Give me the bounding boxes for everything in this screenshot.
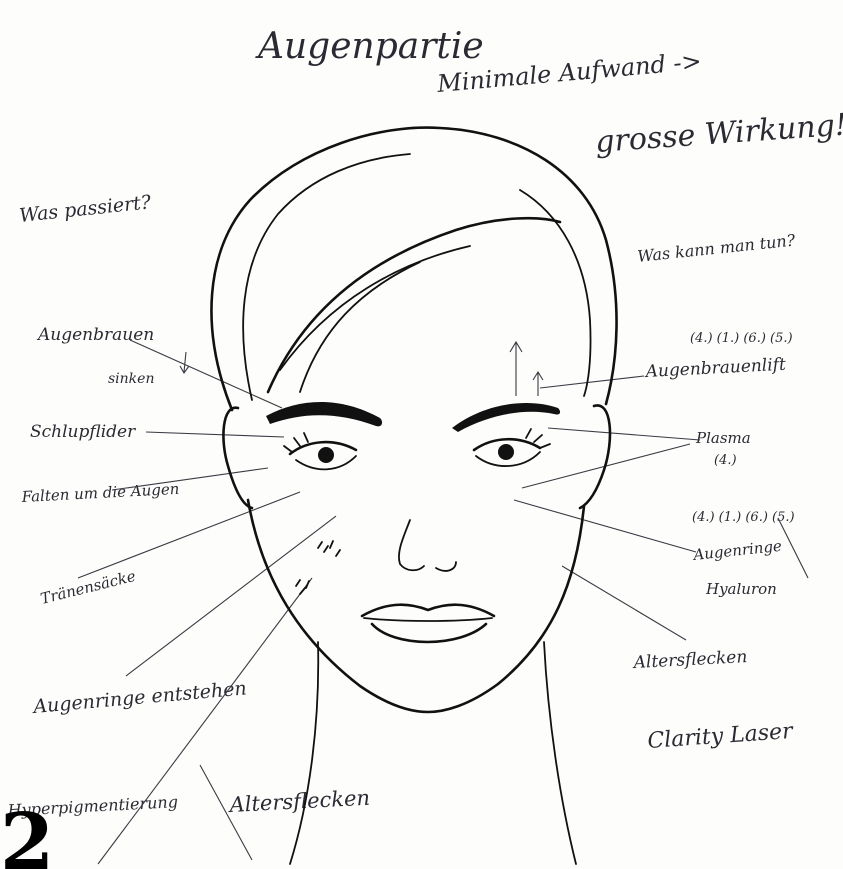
pigment-spots-2 <box>296 580 309 594</box>
neck-left <box>290 642 318 864</box>
brow-right <box>452 403 560 432</box>
title: Augenpartie <box>255 26 484 67</box>
brow-left <box>266 402 382 426</box>
lips-lower <box>372 624 486 642</box>
nose-left <box>399 520 424 570</box>
pointer-lines <box>78 340 808 864</box>
neck-right <box>544 642 576 864</box>
label-dark-circles-left: Augenringe entstehen <box>31 677 248 718</box>
nose-right <box>436 562 456 571</box>
pointer-lids <box>146 432 284 437</box>
pointer-hyperpigmentation <box>98 578 312 864</box>
label-lids: Schlupflider <box>30 422 136 442</box>
label-brows: Augenbrauen <box>36 325 154 345</box>
label-age-spots-left: Altersflecken <box>227 786 370 817</box>
label-plasma: Plasma <box>695 429 751 447</box>
pointer-dark-circles-left <box>126 516 336 676</box>
lashes-right <box>526 429 550 448</box>
bracket-dark-circles <box>778 518 808 578</box>
label-clarity-laser: Clarity Laser <box>647 719 795 754</box>
pigment-spots-1 <box>318 541 340 556</box>
label-brows-sink: sinken <box>108 371 154 387</box>
iris-left <box>318 447 334 463</box>
subtitle-line2: grosse Wirkung! <box>594 107 843 159</box>
label-dark-circles-right: Augenringe <box>691 537 783 564</box>
label-tear-sacs: Tränensäcke <box>39 567 138 608</box>
arrow-brow-up-1 <box>510 342 522 396</box>
ear-right <box>580 405 610 508</box>
question-left: Was passiert? <box>18 191 153 227</box>
question-right: Was kann man tun? <box>636 230 796 266</box>
lips-upper <box>362 605 494 616</box>
pointer-age-spots-right <box>562 566 686 640</box>
hair-fringe-strand <box>280 246 470 370</box>
arrow-brow-up-2 <box>533 372 543 396</box>
label-age-spots-right: Altersflecken <box>631 647 748 673</box>
pointer-plasma-1 <box>548 428 700 440</box>
iris-right <box>498 444 514 460</box>
label-brow-lift: Augenbrauenlift <box>643 355 786 382</box>
label-plasma-ref: (4.) <box>714 453 737 468</box>
refs-top: (4.) (1.) (6.) (5.) <box>690 331 793 346</box>
ear-left <box>223 408 252 508</box>
refs-mid: (4.) (1.) (6.) (5.) <box>692 510 795 525</box>
face-drawing <box>211 128 616 864</box>
hair-outline <box>211 128 616 410</box>
pointer-brow-lift <box>540 376 644 388</box>
label-hyaluron: Hyaluron <box>705 580 777 598</box>
pointer-wrinkles <box>112 468 268 490</box>
page-number: 2 <box>0 797 54 869</box>
lips-line <box>364 618 492 621</box>
pointer-dark-circles-right <box>514 500 696 552</box>
